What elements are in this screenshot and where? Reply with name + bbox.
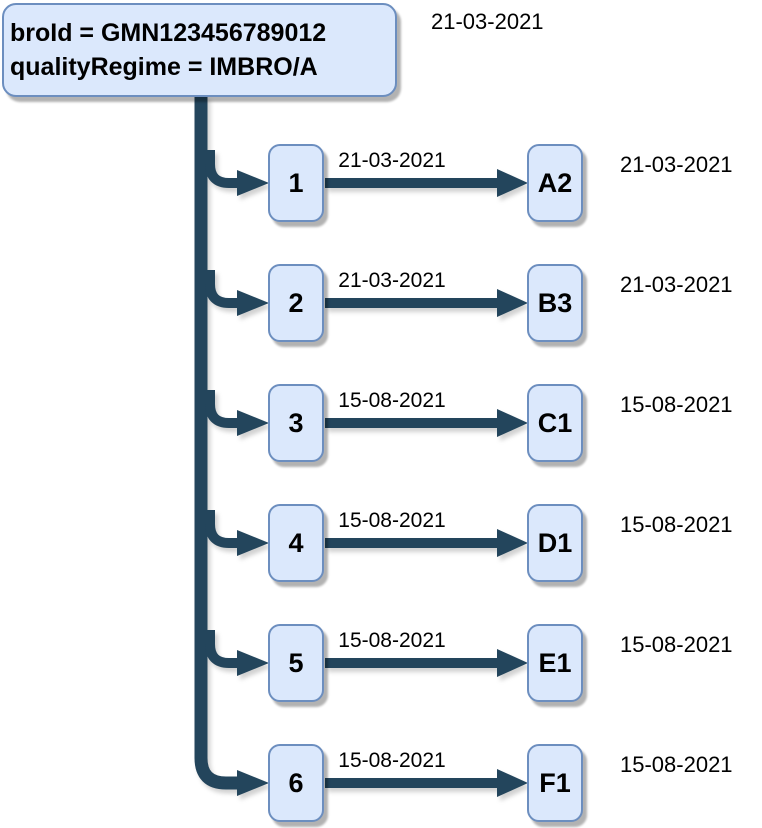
edge-date-label: 15-08-2021 — [338, 629, 446, 652]
branch-connector — [205, 630, 238, 668]
diagram-row: 5 15-08-2021 E1 15-08-2021 — [0, 624, 762, 702]
measuring-point-node: 2 — [268, 264, 324, 342]
tube-date-label: 15-08-2021 — [620, 392, 733, 417]
monitoring-tube-node: A2 — [527, 144, 583, 222]
branch-connector — [205, 510, 238, 548]
diagram-row: 6 15-08-2021 F1 15-08-2021 — [0, 744, 762, 822]
branch-arrowhead — [237, 530, 269, 556]
monitoring-tube-node: D1 — [527, 504, 583, 582]
monitoring-tube-label: F1 — [539, 768, 571, 798]
tube-date-label: 21-03-2021 — [620, 272, 733, 297]
monitoring-tube-node: E1 — [527, 624, 583, 702]
monitoring-tube-label: B3 — [537, 288, 573, 318]
edge-date-label: 15-08-2021 — [338, 749, 446, 772]
edge-arrowhead — [497, 169, 528, 197]
tube-date-label: 15-08-2021 — [620, 752, 733, 777]
branch-connector — [205, 390, 238, 428]
measuring-point-label: 1 — [288, 168, 304, 198]
edge-date-label: 21-03-2021 — [338, 149, 446, 172]
branch-arrowhead — [237, 290, 269, 316]
edge-date-label: 15-08-2021 — [338, 509, 446, 532]
branch-arrowhead — [237, 170, 269, 196]
root-node-line2: qualityRegime = IMBRO/A — [10, 53, 318, 81]
monitoring-tube-node: B3 — [527, 264, 583, 342]
root-date-label: 21-03-2021 — [431, 9, 544, 34]
edge-date-label: 15-08-2021 — [338, 389, 446, 412]
diagram-row: 4 15-08-2021 D1 15-08-2021 — [0, 504, 762, 582]
measuring-point-label: 5 — [288, 648, 304, 678]
tube-date-label: 21-03-2021 — [620, 152, 733, 177]
measuring-point-label: 2 — [288, 288, 304, 318]
branch-arrowhead — [237, 410, 269, 436]
monitoring-tube-node: F1 — [527, 744, 583, 822]
edge-arrowhead — [497, 409, 528, 437]
diagram-row: 2 21-03-2021 B3 21-03-2021 — [0, 264, 762, 342]
edge-arrowhead — [497, 289, 528, 317]
edge-date-label: 21-03-2021 — [338, 269, 446, 292]
monitoring-tube-label: E1 — [538, 648, 572, 678]
branch-arrowhead — [237, 770, 269, 796]
measuring-point-node: 6 — [268, 744, 324, 822]
measuring-point-node: 3 — [268, 384, 324, 462]
monitoring-tube-label: A2 — [537, 168, 573, 198]
measuring-point-node: 1 — [268, 144, 324, 222]
tube-date-label: 15-08-2021 — [620, 512, 733, 537]
measuring-point-label: 6 — [288, 768, 304, 798]
tube-date-label: 15-08-2021 — [620, 632, 733, 657]
measuring-point-node: 4 — [268, 504, 324, 582]
measuring-point-label: 4 — [288, 528, 304, 558]
edge-arrowhead — [497, 769, 528, 797]
branch-connector — [205, 270, 238, 308]
monitoring-tube-label: C1 — [537, 408, 573, 438]
measuring-point-label: 3 — [288, 408, 304, 438]
branch-connector — [205, 150, 238, 188]
root-node: broId = GMN123456789012 qualityRegime = … — [2, 3, 397, 97]
diagram-row: 3 15-08-2021 C1 15-08-2021 — [0, 384, 762, 462]
diagram-row: 1 21-03-2021 A2 21-03-2021 — [0, 144, 762, 222]
edge-arrowhead — [497, 529, 528, 557]
monitoring-tube-node: C1 — [527, 384, 583, 462]
trunk-line — [194, 96, 237, 790]
monitoring-tube-label: D1 — [537, 528, 573, 558]
edge-arrowhead — [497, 649, 528, 677]
measuring-point-node: 5 — [268, 624, 324, 702]
root-node-line1: broId = GMN123456789012 — [10, 19, 327, 47]
branch-arrowhead — [237, 650, 269, 676]
